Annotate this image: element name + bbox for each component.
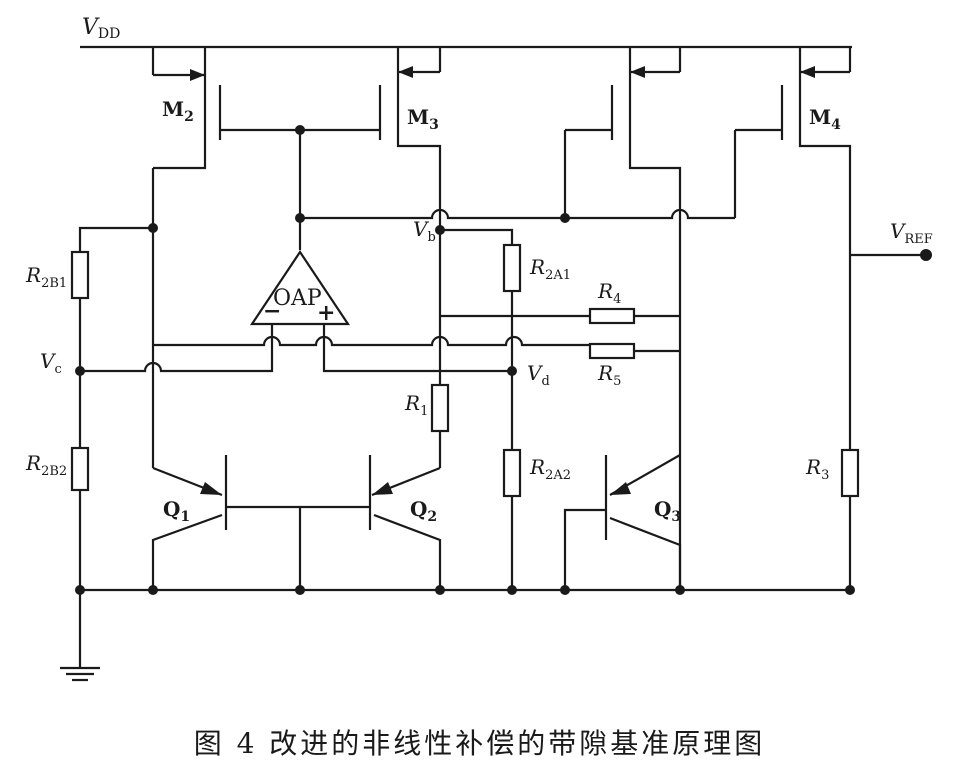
bandgap-schematic: VDD M2 M3 M4 Vb VREF R2B1 R2A1 R4 R5 OAP… (25, 15, 933, 682)
label-r2a1: R2A1 (529, 255, 571, 283)
label-q3: Q3 (654, 497, 681, 525)
label-r2a2: R2A2 (529, 455, 571, 483)
transistor-q2 (300, 455, 442, 590)
node (295, 213, 305, 223)
node (295, 585, 305, 595)
transistor-m2 (151, 47, 300, 170)
label-r1: R1 (404, 391, 428, 419)
node (560, 585, 570, 595)
node (675, 585, 685, 595)
node-vd (507, 366, 517, 376)
label-r2b2: R2B2 (25, 451, 67, 479)
label-m4: M4 (809, 105, 841, 133)
label-r2b1: R2B1 (25, 263, 67, 291)
transistor-q3 (563, 454, 682, 590)
label-r4: R4 (597, 279, 621, 307)
label-vref: VREF (890, 219, 933, 247)
label-vd: Vd (527, 361, 550, 389)
label-m2: M2 (162, 97, 194, 125)
transistor-m3 (300, 47, 442, 230)
resistor-r2a2 (502, 448, 522, 498)
node-vc (75, 366, 85, 376)
resistor-r1 (430, 383, 450, 433)
label-m3: M3 (407, 105, 439, 133)
vref-terminal (920, 249, 932, 261)
resistor-r4 (588, 307, 636, 325)
label-q2: Q2 (410, 497, 437, 525)
resistor-r5 (588, 342, 636, 360)
transistor-q1 (151, 455, 300, 590)
label-r3: R3 (805, 455, 829, 483)
node (560, 213, 570, 223)
label-r5: R5 (597, 361, 621, 389)
node (295, 125, 305, 135)
resistor-r3 (840, 448, 860, 498)
node (507, 585, 517, 595)
node (845, 585, 855, 595)
label-vc: Vc (40, 349, 62, 377)
node-vb (435, 225, 445, 235)
opamp-oap (249, 250, 351, 342)
ground-icon (60, 666, 100, 682)
opamp-label: OAP (273, 286, 322, 311)
node (148, 223, 158, 233)
label-vb: Vb (413, 217, 436, 245)
label-vdd: VDD (82, 15, 120, 42)
resistor-r2b1 (70, 250, 90, 300)
node (75, 585, 85, 595)
opamp-minus-sign: − (263, 298, 281, 324)
node (148, 585, 158, 595)
label-q1: Q1 (163, 497, 190, 525)
transistor-m4 (733, 47, 852, 450)
opamp-plus-sign: + (317, 300, 335, 326)
transistor-pmos-mid (563, 47, 682, 594)
node (435, 585, 445, 595)
resistor-r2a1 (502, 243, 522, 293)
resistor-r2b2 (70, 446, 90, 492)
figure-caption: 图 4 改进的非线性补偿的带隙基准原理图 (193, 727, 766, 760)
